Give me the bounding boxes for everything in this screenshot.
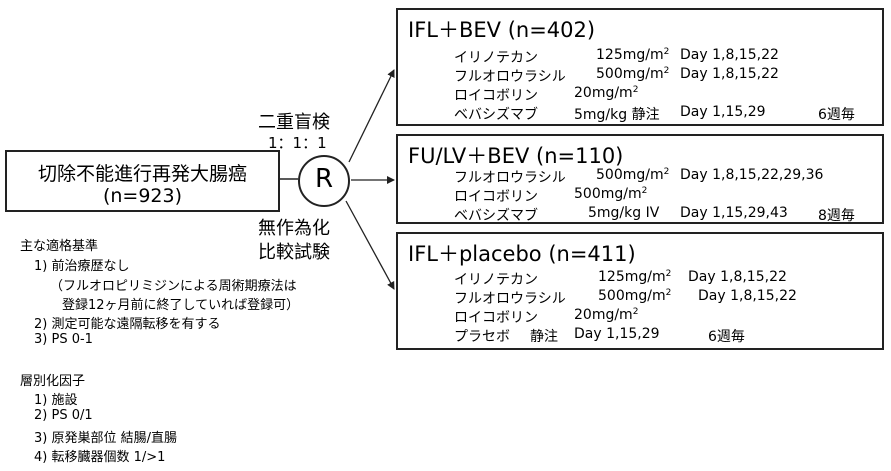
- drug-dose: 20mg/m2: [574, 307, 638, 323]
- dose-value: 500mg/m: [596, 66, 664, 82]
- dose-superscript: 2: [663, 47, 670, 57]
- dose-superscript: 2: [663, 167, 670, 177]
- arm3-row-4: プラセボ 静注 Day 1,15,29 6週毎: [398, 326, 882, 345]
- drug-dose: 500mg/m2: [596, 167, 669, 183]
- drug-name: ベバシズマブ: [454, 208, 538, 224]
- eligibility-item-1: 1) 前治療歴なし: [34, 259, 130, 274]
- drug-name: ロイコボリン: [454, 88, 538, 104]
- population-count: (n=923): [102, 185, 183, 207]
- drug-dose: 5mg/kg IV: [588, 205, 660, 221]
- dose-superscript: 2: [665, 288, 672, 298]
- eligibility-item-3: 3) PS 0-1: [34, 332, 93, 347]
- drug-schedule: Day 1,15,29: [574, 326, 660, 342]
- eligibility-item-1-note-2: 登録12ヶ月前に終了していれば登録可）: [62, 298, 300, 313]
- drug-cycle: 6週毎: [708, 329, 745, 345]
- eligibility-item-1-note-1: （フルオロピリミジンによる周術期療法は: [50, 279, 297, 294]
- arm3-title: IFL＋placebo (n=411): [408, 242, 636, 266]
- drug-dose: 500mg/m2: [574, 186, 647, 202]
- eligibility-heading: 主な適格基準: [20, 239, 99, 254]
- allocation-ratio: 1：1：1: [268, 134, 327, 152]
- drug-name: プラセボ: [454, 329, 510, 345]
- arm1-row-1: イリノテカン 125mg/m2 Day 1,8,15,22: [398, 47, 882, 66]
- randomization-circle: [298, 155, 350, 207]
- arm1-row-3: ロイコボリン 20mg/m2: [398, 85, 882, 104]
- drug-name: フルオロウラシル: [454, 69, 566, 85]
- population-box: 切除不能進行再発大腸癌 (n=923): [5, 150, 280, 212]
- arm3-box: IFL＋placebo (n=411) イリノテカン 125mg/m2 Day …: [396, 232, 884, 350]
- drug-schedule: Day 1,8,15,22: [688, 269, 787, 285]
- drug-schedule: Day 1,15,29,43: [680, 205, 788, 221]
- drug-schedule: Day 1,8,15,22: [698, 288, 797, 304]
- drug-cycle: 6週毎: [818, 107, 855, 123]
- dose-value: 20mg/m: [574, 85, 633, 101]
- drug-name: フルオロウラシル: [454, 291, 566, 307]
- arm1-box: IFL＋BEV (n=402) イリノテカン 125mg/m2 Day 1,8,…: [396, 8, 884, 126]
- arm2-row-2: ロイコボリン 500mg/m2: [398, 186, 882, 205]
- dose-superscript: 2: [641, 186, 648, 196]
- drug-cycle: 8週毎: [818, 208, 855, 224]
- drug-schedule: Day 1,8,15,22,29,36: [680, 167, 824, 183]
- randomization-method-line1: 無作為化: [258, 218, 330, 239]
- drug-dose: 20mg/m2: [574, 85, 638, 101]
- stratification-item-4: 4) 転移臓器個数 1/>1: [34, 450, 166, 465]
- drug-name: イリノテカン: [454, 50, 538, 66]
- drug-dose: 静注: [530, 329, 558, 345]
- blinding-label: 二重盲検: [258, 112, 330, 133]
- arm1-row-4: ベバシズマブ 5mg/kg 静注 Day 1,15,29 6週毎: [398, 104, 882, 123]
- arrow-to-arm1: [348, 69, 395, 163]
- drug-name: ロイコボリン: [454, 189, 538, 205]
- randomization-symbol: R: [314, 164, 334, 194]
- stratification-item-3: 3) 原発巣部位 結腸/直腸: [34, 431, 177, 446]
- arm2-title: FU/LV＋BEV (n=110): [408, 144, 624, 168]
- drug-name: フルオロウラシル: [454, 170, 566, 186]
- arm3-row-2: フルオロウラシル 500mg/m2 Day 1,8,15,22: [398, 288, 882, 307]
- stratification-item-1: 1) 施設: [34, 393, 78, 408]
- population-label: 切除不能進行再発大腸癌: [37, 163, 247, 185]
- stratification-item-2: 2) PS 0/1: [34, 408, 93, 423]
- eligibility-item-2: 2) 測定可能な遠隔転移を有する: [34, 317, 221, 332]
- arm2-row-1: フルオロウラシル 500mg/m2 Day 1,8,15,22,29,36: [398, 167, 882, 186]
- arm3-row-3: ロイコボリン 20mg/m2: [398, 307, 882, 326]
- drug-schedule: Day 1,8,15,22: [680, 66, 779, 82]
- arm1-title: IFL＋BEV (n=402): [408, 18, 596, 42]
- dose-superscript: 2: [665, 269, 672, 279]
- arm3-row-1: イリノテカン 125mg/m2 Day 1,8,15,22: [398, 269, 882, 288]
- stratification-heading: 層別化因子: [20, 374, 86, 389]
- drug-dose: 125mg/m2: [598, 269, 671, 285]
- arm1-row-2: フルオロウラシル 500mg/m2 Day 1,8,15,22: [398, 66, 882, 85]
- drug-name: ロイコボリン: [454, 310, 538, 326]
- dose-value: 125mg/m: [598, 269, 666, 285]
- drug-dose: 125mg/m2: [596, 47, 669, 63]
- drug-dose: 500mg/m2: [596, 66, 669, 82]
- arm2-box: FU/LV＋BEV (n=110) フルオロウラシル 500mg/m2 Day …: [396, 134, 884, 224]
- dose-value: 500mg/m: [574, 186, 642, 202]
- drug-dose: 500mg/m2: [598, 288, 671, 304]
- dose-superscript: 2: [632, 85, 639, 95]
- dose-superscript: 2: [632, 307, 639, 317]
- drug-name: イリノテカン: [454, 272, 538, 288]
- drug-dose: 5mg/kg 静注: [574, 107, 660, 123]
- dose-value: 500mg/m: [598, 288, 666, 304]
- dose-value: 125mg/m: [596, 47, 664, 63]
- drug-schedule: Day 1,8,15,22: [680, 47, 779, 63]
- drug-schedule: Day 1,15,29: [680, 104, 766, 120]
- arrow-to-arm3: [345, 200, 395, 290]
- dose-value: 20mg/m: [574, 307, 633, 323]
- arm2-row-3: ベバシズマブ 5mg/kg IV Day 1,15,29,43 8週毎: [398, 205, 882, 224]
- drug-name: ベバシズマブ: [454, 107, 538, 123]
- dose-value: 500mg/m: [596, 167, 664, 183]
- randomization-method-line2: 比較試験: [258, 242, 330, 263]
- dose-superscript: 2: [663, 66, 670, 76]
